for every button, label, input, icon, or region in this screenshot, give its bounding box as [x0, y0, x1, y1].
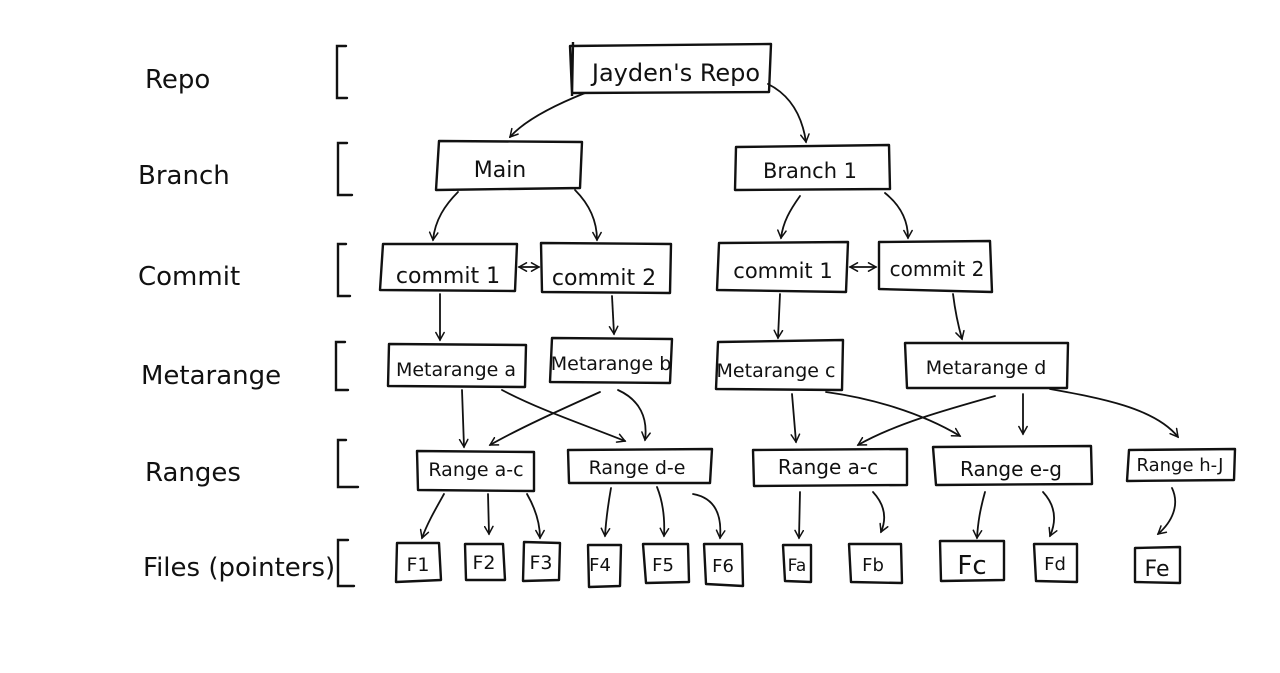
node-file-fe: Fe	[1133, 545, 1182, 585]
edge-main-commit2	[574, 189, 602, 242]
edge-range-ac-fb	[872, 491, 889, 534]
edges	[419, 83, 1179, 540]
svg-text:Metarange c: Metarange c	[717, 360, 836, 382]
edge-metarange-c-range-ac	[790, 393, 801, 444]
node-commit-2-branch1: commit 2	[877, 239, 994, 294]
node-file-fa: Fa	[781, 543, 813, 584]
edge-commit2-metarange-d	[952, 293, 965, 341]
node-branch-1: Branch 1	[733, 143, 892, 192]
svg-text:Jayden's Repo: Jayden's Repo	[590, 59, 760, 87]
svg-text:Fc: Fc	[957, 551, 986, 581]
level-label-repo: Repo	[145, 65, 210, 95]
svg-text:Range a-c: Range a-c	[428, 459, 523, 481]
svg-text:Fe: Fe	[1145, 557, 1170, 582]
bracket-branch	[336, 141, 354, 197]
svg-text:F6: F6	[712, 556, 734, 577]
node-range-eg: Range e-g	[931, 444, 1094, 487]
node-range-ac-left: Range a-c	[415, 449, 536, 493]
bracket-files	[336, 538, 356, 588]
svg-text:Range e-g: Range e-g	[960, 457, 1062, 481]
edge-metarange-c-range-eg	[825, 391, 962, 437]
svg-text:F5: F5	[652, 555, 674, 576]
level-label-ranges: Ranges	[145, 458, 241, 488]
node-metarange-b: Metarange b	[548, 336, 674, 385]
level-label-commit: Commit	[138, 262, 240, 292]
edge-metarange-a-range-ac	[458, 389, 469, 449]
edge-metarange-d-range-ac	[856, 395, 996, 446]
level-brackets	[334, 44, 360, 588]
level-labels: Repo Branch Commit Metarange Ranges File…	[138, 65, 335, 583]
svg-text:Fa: Fa	[788, 556, 807, 576]
level-label-metarange: Metarange	[141, 361, 281, 391]
bracket-repo	[335, 44, 349, 100]
edge-range-eg-fd	[1042, 491, 1058, 538]
node-commit-1-branch1: commit 1	[715, 240, 850, 294]
svg-text:Range a-c: Range a-c	[778, 455, 878, 479]
svg-text:F1: F1	[406, 554, 429, 576]
node-commit-1-main: commit 1	[378, 242, 519, 293]
edge-main-commit1	[428, 191, 459, 242]
bracket-metarange	[334, 340, 350, 392]
edge-range-de-f5	[656, 486, 670, 538]
edge-metarange-d-range-hj	[1049, 388, 1179, 439]
node-range-de: Range d-e	[566, 447, 714, 485]
node-file-f1: F1	[394, 541, 443, 584]
edge-branch1-commit2	[884, 192, 913, 240]
node-file-f6: F6	[702, 542, 745, 588]
svg-text:commit 1: commit 1	[396, 264, 500, 289]
edge-range-hj-fe	[1156, 487, 1177, 536]
node-file-f3: F3	[521, 540, 562, 583]
level-label-branch: Branch	[138, 161, 230, 191]
level-label-files: Files (pointers)	[143, 553, 335, 583]
edge-range-de-f6	[692, 493, 726, 540]
edge-repo-branch1	[767, 83, 810, 144]
bracket-ranges	[336, 438, 360, 489]
edge-range-ac-f1	[419, 493, 445, 540]
edge-commit1-metarange-c	[773, 293, 784, 340]
svg-text:Branch 1: Branch 1	[763, 159, 857, 183]
edge-branch1-commit1	[777, 195, 801, 240]
node-branch-main: Main	[434, 139, 584, 192]
svg-text:Main: Main	[474, 158, 527, 183]
node-commit-2-main: commit 2	[539, 241, 673, 295]
node-file-fd: Fd	[1032, 542, 1079, 584]
svg-text:Fd: Fd	[1044, 554, 1066, 575]
node-range-hj: Range h-J	[1125, 447, 1237, 483]
edge-range-ac-fa	[794, 491, 805, 540]
svg-text:Fb: Fb	[862, 555, 884, 576]
svg-text:Range d-e: Range d-e	[589, 457, 686, 479]
node-file-fb: Fb	[847, 542, 904, 585]
node-file-fc: Fc	[938, 539, 1006, 583]
bracket-commit	[336, 242, 352, 298]
svg-text:Metarange b: Metarange b	[551, 353, 672, 375]
svg-text:commit 2: commit 2	[890, 257, 985, 281]
edge-metarange-b-range-de	[617, 389, 651, 442]
svg-text:Range h-J: Range h-J	[1137, 455, 1224, 476]
node-metarange-d: Metarange d	[903, 341, 1070, 390]
svg-text:F4: F4	[589, 555, 611, 576]
svg-text:Metarange a: Metarange a	[396, 359, 516, 381]
node-repo: Jayden's Repo	[568, 41, 773, 97]
svg-text:commit 1: commit 1	[733, 259, 832, 283]
edge-metarange-a-range-de	[501, 389, 627, 443]
svg-text:commit 2: commit 2	[552, 266, 656, 291]
node-file-f5: F5	[641, 542, 691, 585]
edge-metarange-b-range-ac	[488, 391, 601, 446]
edge-repo-main	[508, 92, 586, 139]
edge-commit2-metarange-b	[608, 295, 619, 336]
svg-text:Metarange d: Metarange d	[926, 357, 1047, 379]
edge-range-de-f4	[600, 487, 612, 538]
node-range-ac-right: Range a-c	[751, 447, 909, 488]
edge-range-eg-fc	[972, 491, 986, 540]
node-metarange-a: Metarange a	[386, 342, 528, 389]
node-file-f4: F4	[586, 543, 623, 589]
edge-range-ac-f3	[526, 493, 545, 540]
node-boxes: Jayden's Repo Main Branch 1 commit 1 com…	[378, 41, 1237, 589]
svg-text:F3: F3	[529, 552, 552, 574]
edge-range-ac-f2	[483, 493, 494, 536]
node-file-f2: F2	[463, 542, 507, 582]
svg-text:F2: F2	[472, 552, 495, 574]
node-metarange-c: Metarange c	[714, 338, 845, 392]
